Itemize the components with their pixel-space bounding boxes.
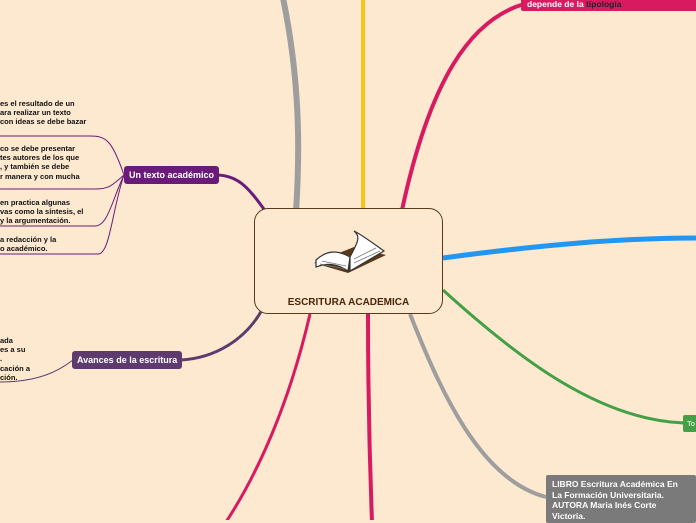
connector-sub-4: [0, 174, 125, 255]
subtopic-text-2: co se debe presentar tes autores de los …: [0, 144, 80, 181]
tipologia-prefix: depende de la: [527, 0, 587, 9]
connector-avances-sub: [0, 359, 74, 383]
connector-green: [441, 288, 685, 425]
connector-avances: [180, 309, 264, 362]
connector-sub-1: [0, 135, 125, 176]
subtopic-text-1: es el resultado de un ara realizar un te…: [0, 99, 87, 127]
subtopic-text-4: a redacción y la o académico.: [0, 235, 57, 254]
node-tipologia[interactable]: depende de la tipología: [521, 0, 696, 11]
open-book-icon: [314, 230, 386, 273]
subtopic-text-3: en practica algunas vas como la síntesis…: [0, 198, 84, 226]
node-libro[interactable]: LIBRO Escritura Académica En La Formació…: [546, 475, 696, 523]
connector-pink-top: [400, 2, 525, 211]
connector-gray-top: [280, 0, 302, 215]
connector-gray-bottom: [408, 313, 547, 499]
node-texto-academico[interactable]: Un texto académico: [124, 166, 220, 184]
tipologia-link[interactable]: tipología: [586, 0, 622, 9]
node-avances[interactable]: Avances de la escritura: [72, 351, 183, 369]
connector-sub-2: [0, 174, 125, 190]
avances-text: ada es a su . cación a ción.: [0, 336, 31, 382]
connector-sub-3: [0, 174, 125, 227]
connector-pink-bottom-left: [225, 313, 312, 520]
connector-texto-academico: [217, 173, 268, 213]
node-green[interactable]: To: [683, 415, 696, 432]
connector-blue: [442, 235, 696, 261]
central-topic[interactable]: ESCRITURA ACADEMICA: [254, 208, 443, 314]
connector-pink-bottom: [366, 313, 374, 520]
central-title: ESCRITURA ACADEMICA: [287, 297, 410, 308]
